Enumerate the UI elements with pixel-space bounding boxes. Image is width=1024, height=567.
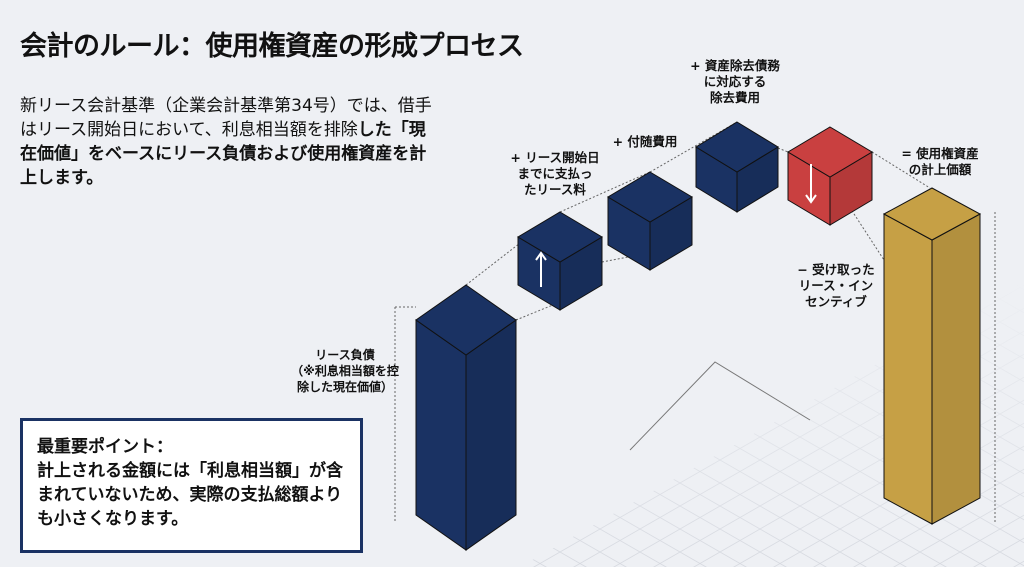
label-incentives: − 受け取った リース・イン センティブ (797, 262, 875, 309)
floor-outline (629, 361, 811, 451)
incentives-block (787, 126, 873, 226)
page-title: 会計のルール：使用権資産の形成プロセス (20, 31, 524, 62)
rou-asset-block (882, 187, 982, 525)
intro-bold: した「現在価値」をベースにリース負債および使用権資産を計上します。 (20, 120, 427, 188)
arrow-down-icon (805, 164, 817, 204)
prepaid-lease-block (517, 211, 603, 311)
label-rou-asset: = 使用権資産 の計上価額 (901, 146, 979, 177)
right-face (465, 319, 517, 551)
callout-heading: 最重要ポイント： (37, 437, 173, 457)
top-face (695, 121, 779, 173)
right-face (931, 213, 981, 525)
label-prepaid-lease: + リース開始日 までに支払っ たリース料 (510, 150, 600, 197)
top-face (517, 211, 603, 263)
top-face (607, 171, 693, 223)
label-lease-liability: リース負債 （※利息相当額を控除した現在価値） (291, 348, 399, 394)
top-face (787, 126, 873, 178)
callout-body: 計上される金額には「利息相当額」が含まれていないため、実際の支払総額よりも小さく… (37, 461, 343, 529)
top-face (415, 284, 517, 356)
label-incidental-costs: + 付随費用 (612, 134, 678, 149)
incidental-costs-block (607, 171, 693, 271)
intro-text: 新リース会計基準（企業会計基準第34号）では、借手はリース開始日において、利息相… (20, 94, 440, 190)
arrow-up-icon (535, 251, 547, 287)
intro-normal: 新リース会計基準（企業会計基準第34号）では、借手はリース開始日において、利息相… (20, 96, 432, 140)
left-face (883, 213, 933, 525)
left-face (415, 319, 467, 551)
key-point-callout: 最重要ポイント： 計上される金額には「利息相当額」が含まれていないため、実際の支… (20, 418, 363, 553)
lease-liability-block (415, 284, 517, 551)
top-face (882, 187, 982, 241)
retirement-costs-block (695, 121, 779, 213)
label-retirement-costs: + 資産除去債務 に対応する 除去費用 (690, 58, 780, 105)
